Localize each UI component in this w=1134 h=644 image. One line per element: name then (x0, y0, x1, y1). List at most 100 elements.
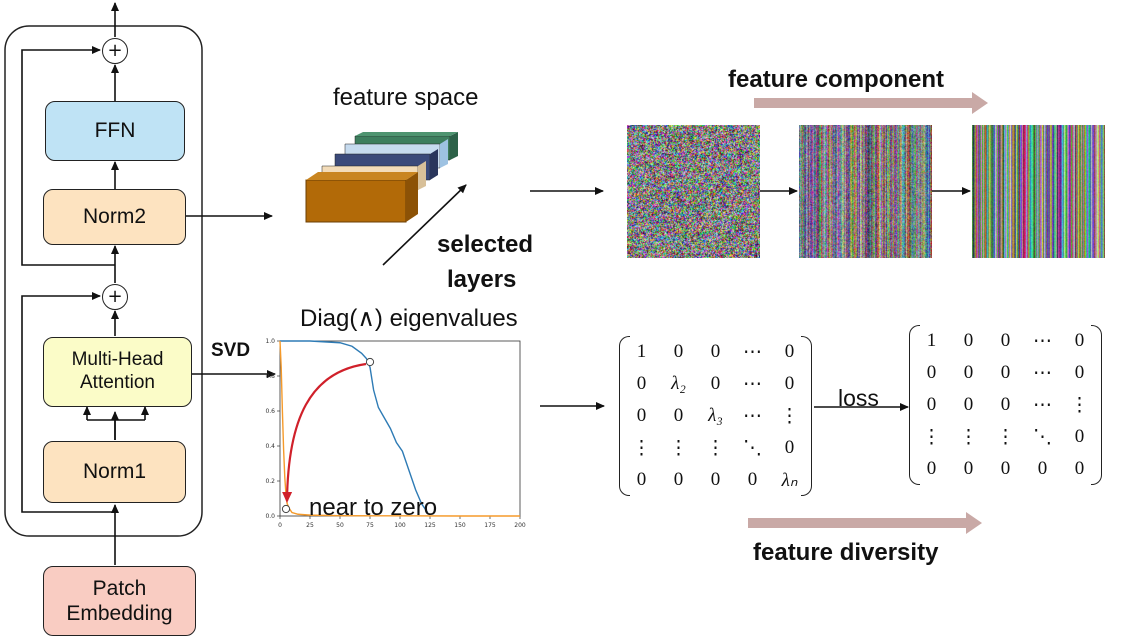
matrix-cell: λ₂ (671, 373, 686, 394)
matrix-cell: 0 (963, 458, 974, 479)
matrix-cell: 0 (784, 373, 795, 394)
matrix-cell: 0 (747, 469, 758, 490)
x-tick-label: 150 (454, 522, 466, 529)
matrix-cell: 0 (1074, 362, 1085, 383)
residual-add-bottom: + (102, 284, 128, 310)
red-curved-arrow (282, 362, 367, 503)
feature-space-stack (305, 132, 458, 223)
diag-eigenvalues-label: Diag(∧) eigenvalues (300, 305, 518, 332)
feature-component-image-2 (799, 125, 932, 258)
x-tick-label: 0 (278, 522, 282, 529)
x-tick-label: 25 (306, 522, 314, 529)
matrix-cell: ⋯ (743, 405, 762, 427)
matrix-cell: ⋯ (1033, 394, 1052, 416)
matrix-cell: 0 (963, 362, 974, 383)
feature-space-label: feature space (333, 84, 479, 111)
y-tick-label: 0.6 (265, 408, 275, 415)
norm1-label: Norm1 (82, 460, 146, 484)
matrix-cell: 0 (636, 469, 647, 490)
matrix-cell: 0 (963, 330, 974, 351)
matrix-cell: ⋯ (743, 373, 762, 395)
x-tick-label: 100 (394, 522, 406, 529)
matrix-cell: ⋮ (1070, 394, 1089, 416)
matrix-cell: 0 (710, 469, 721, 490)
feature-component-arrow (754, 92, 988, 114)
y-tick-label: 0.2 (265, 478, 275, 485)
norm1-block: Norm1 (43, 441, 186, 503)
matrix-cell: 0 (1074, 426, 1085, 447)
matrix-cell: ⋯ (743, 341, 762, 363)
y-tick-label: 1.0 (265, 338, 275, 345)
x-tick-label: 200 (514, 522, 526, 529)
y-tick-label: 0.0 (265, 513, 275, 520)
patch-label-1: Patch (92, 576, 147, 600)
ffn-label: FFN (94, 119, 136, 143)
matrix-cell: 0 (1000, 458, 1011, 479)
matrix-cell: λₙ (781, 469, 798, 491)
matrix-cell: 0 (784, 437, 795, 458)
matrix-cell: 0 (1074, 458, 1085, 479)
x-tick-label: 125 (424, 522, 436, 529)
matrix-cell: ⋮ (780, 405, 799, 427)
matrix-cell: 1 (926, 330, 937, 351)
matrix-cell: 0 (636, 373, 647, 394)
marker-point-0 (365, 357, 375, 367)
matrix-cell: ⋮ (996, 426, 1015, 448)
matrix-cell: ⋮ (669, 437, 688, 459)
matrix-cell: 0 (1074, 330, 1085, 351)
residual-add-top: + (102, 38, 128, 64)
ffn-block: FFN (45, 101, 185, 161)
matrix-cell: 0 (926, 394, 937, 415)
norm2-label: Norm2 (82, 205, 146, 229)
matrix-cell: 0 (1000, 394, 1011, 415)
mha-label-1: Multi-Head (71, 349, 164, 371)
encoder-outline (4, 25, 203, 537)
x-tick-label: 50 (336, 522, 344, 529)
patch-embedding-block: Patch Embedding (43, 566, 196, 636)
series-line-0 (280, 340, 429, 513)
matrix-cell: 0 (1000, 330, 1011, 351)
plus-symbol: + (107, 286, 123, 307)
matrix-cell: ⋮ (632, 437, 651, 459)
matrix-cell: 0 (673, 405, 684, 426)
matrix-cell: 0 (636, 405, 647, 426)
matrix-cell: 0 (1000, 362, 1011, 383)
matrix-cell: λ₃ (708, 405, 723, 426)
matrix-cell: 0 (784, 341, 795, 362)
selected-layers-label-2: layers (447, 266, 517, 293)
loss-label: loss (838, 385, 879, 411)
mha-label-2: Attention (80, 372, 155, 393)
feature-component-image-3 (972, 125, 1105, 258)
matrix-cell: ⋱ (1033, 426, 1052, 448)
matrix-cell: ⋮ (706, 437, 725, 459)
matrix-cell: 0 (673, 341, 684, 362)
multi-head-attention-block: Multi-Head Attention (43, 337, 192, 407)
x-tick-label: 75 (366, 522, 374, 529)
norm2-block: Norm2 (43, 189, 186, 245)
selected-layers-label-1: selected (437, 231, 534, 258)
feature-component-label: feature component (728, 66, 945, 93)
matrix-cell: 0 (710, 341, 721, 362)
feature-component-image-1 (627, 125, 760, 258)
matrix-cell: ⋯ (1033, 330, 1052, 352)
matrix-cell: 1 (636, 341, 647, 362)
y-tick-label: 0.8 (265, 373, 275, 380)
svd-label: SVD (211, 340, 251, 361)
matrix-cell: ⋮ (959, 426, 978, 448)
feature-diversity-label: feature diversity (753, 539, 939, 566)
matrix-cell: 0 (673, 469, 684, 490)
matrix-cell: 0 (963, 394, 974, 415)
feature-diversity-arrow (748, 512, 982, 534)
matrix-cell: ⋱ (743, 437, 762, 459)
matrix-cell: 0 (1037, 458, 1048, 479)
matrix-cell: ⋮ (922, 426, 941, 448)
marker-point-1 (281, 504, 291, 514)
plus-symbol: + (107, 40, 123, 61)
x-tick-label: 175 (484, 522, 496, 529)
near-zero-label: near to zero (309, 494, 438, 521)
matrix-cell: ⋯ (1033, 362, 1052, 384)
